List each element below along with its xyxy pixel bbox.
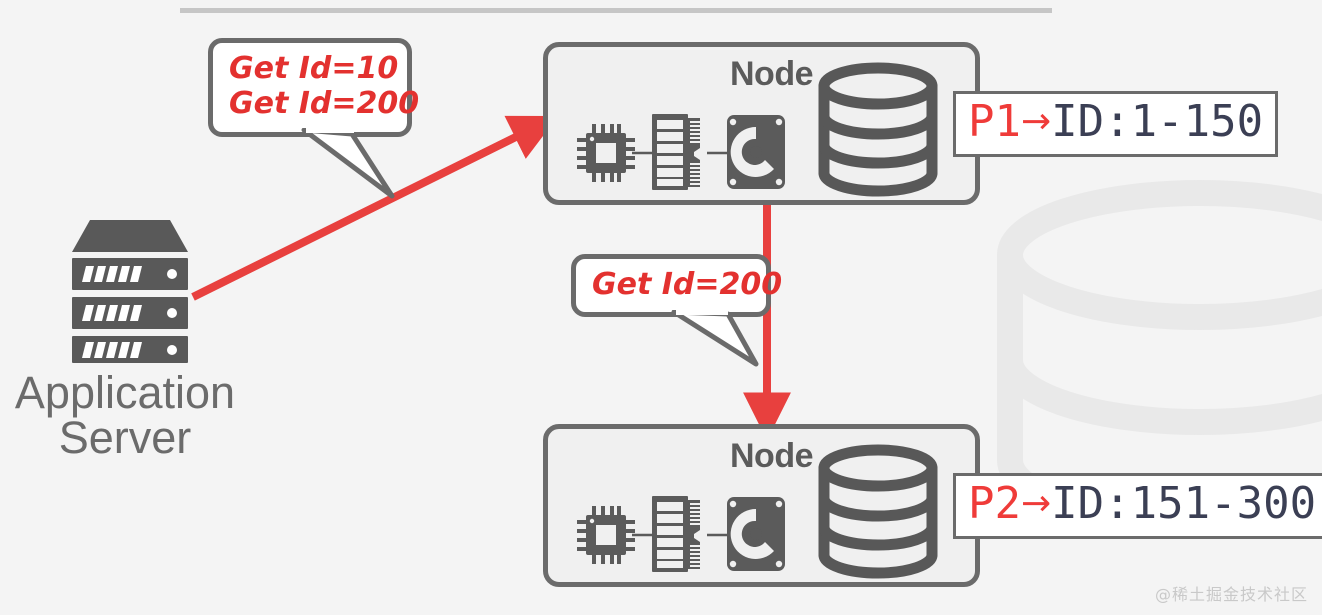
application-server-label: Application Server [0,370,250,460]
watermark-text: @稀土掘金技术社区 [1154,585,1308,604]
bubble-2-tail [671,310,759,367]
arrow-glyph-icon: → [1020,483,1052,524]
arrow-glyph-icon: → [1020,101,1052,142]
hard-disk-icon [727,497,785,571]
node-2-database-icon [811,443,945,588]
node-2-partition-label: P2→ID:151-300 [953,473,1322,539]
node-1-partition-label: P1→ID:1-150 [953,91,1279,157]
bubble-1-line-2: Get Id=200 [229,86,420,122]
node-1-hardware-group [570,109,800,200]
ram-stick-icon [652,114,700,190]
partition-1-range: ID:1-150 [1051,96,1264,147]
partition-1-name: P1 [968,96,1021,147]
bubble-1-tail [301,128,395,199]
app-server-label-line1: Application [14,367,236,418]
ram-stick-icon [652,496,700,572]
bubble-2-line-1: Get Id=200 [592,267,783,302]
hard-disk-icon [727,115,785,189]
bubble-get-id-200: Get Id=200 [571,254,783,318]
node-1-box[interactable]: Node [543,42,980,205]
partition-2-range: ID:151-300 [1051,478,1317,529]
server-to-node1-arrow [191,115,559,301]
app-server-label-line2: Server [58,412,192,463]
bubble-1-line-1: Get Id=10 [229,51,399,86]
bubble-get-id-10-200: Get Id=10 Get Id=200 [208,38,420,137]
node-1-title: Node [730,55,814,93]
node-1-database-icon [811,61,945,206]
node-2-hardware-group [570,491,800,582]
partition-2-name: P2 [968,478,1021,529]
node-2-box[interactable]: Node [543,424,980,587]
top-divider-rule [180,8,1052,13]
cpu-chip-icon [577,506,635,564]
node-2-title: Node [730,437,814,475]
cpu-chip-icon [577,124,635,182]
application-server-icon[interactable] [60,218,200,368]
